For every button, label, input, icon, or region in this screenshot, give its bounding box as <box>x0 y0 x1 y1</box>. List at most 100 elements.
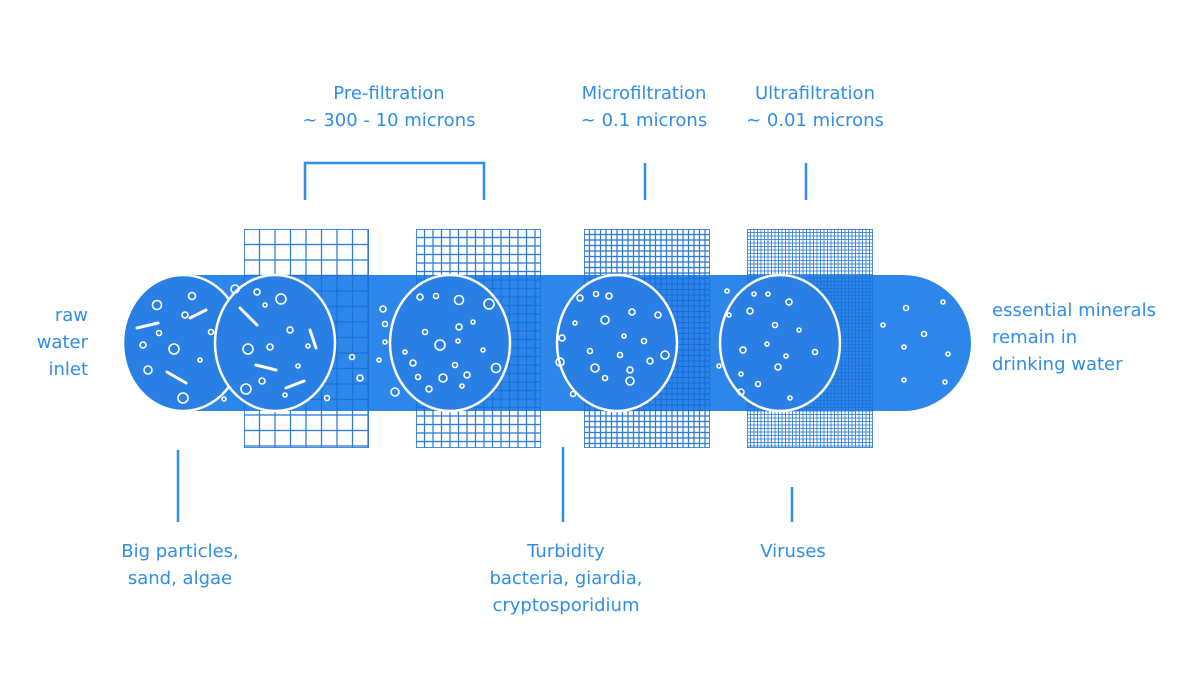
particle <box>880 322 886 328</box>
particle <box>746 307 754 315</box>
particle <box>628 308 636 316</box>
particle <box>640 337 648 345</box>
particle <box>592 290 600 298</box>
inlet-line: inlet <box>48 359 88 380</box>
particle <box>646 357 654 365</box>
algae-particle <box>135 321 160 330</box>
algae-particle <box>254 363 278 372</box>
prefiltration-size: ~ 300 - 10 microns <box>302 110 476 131</box>
algae-particle <box>188 308 208 320</box>
inlet-line: raw <box>54 305 88 326</box>
particle <box>258 377 266 385</box>
particle <box>421 328 429 336</box>
microfiltration-title: Microfiltration <box>581 83 707 104</box>
particle <box>282 392 288 398</box>
particle <box>221 396 227 402</box>
removed-line: bacteria, giardia, <box>489 568 643 589</box>
algae-particle <box>165 370 188 385</box>
particle <box>438 373 448 383</box>
particle <box>242 343 254 355</box>
particle <box>187 291 197 301</box>
particle <box>625 376 635 386</box>
particle <box>945 351 951 357</box>
particle <box>382 339 388 345</box>
particles <box>135 284 951 404</box>
particle <box>787 395 793 401</box>
particle <box>379 305 387 313</box>
particle <box>455 338 461 344</box>
particle <box>737 388 745 396</box>
particle <box>902 304 910 312</box>
particle <box>796 327 802 333</box>
particle <box>590 363 600 373</box>
particle <box>416 293 424 301</box>
ultrafiltration-title: Ultrafiltration <box>755 83 875 104</box>
particle <box>601 374 609 382</box>
particle <box>402 349 408 355</box>
particle <box>920 330 928 338</box>
particle <box>463 371 471 379</box>
particle <box>942 379 948 385</box>
particle <box>555 357 565 367</box>
particle <box>470 319 476 325</box>
particle <box>586 347 594 355</box>
particle <box>295 363 301 369</box>
prefiltration-label: Pre-filtration ~ 300 - 10 microns <box>303 80 476 134</box>
particle <box>455 323 463 331</box>
algae-particle <box>308 328 318 350</box>
particle <box>240 383 252 395</box>
ultrafiltration-size: ~ 0.01 microns <box>746 110 884 131</box>
particle <box>621 333 627 339</box>
particle <box>901 377 907 383</box>
particle <box>286 326 294 334</box>
particle <box>764 341 770 347</box>
particle <box>390 387 400 397</box>
particle <box>724 288 730 294</box>
particle <box>576 294 584 302</box>
particle <box>569 390 577 398</box>
removed-line: Viruses <box>760 541 826 562</box>
outlet-line: remain in <box>992 327 1078 348</box>
particle <box>771 321 779 329</box>
particle <box>605 292 613 300</box>
prefiltration-title: Pre-filtration <box>333 83 445 104</box>
particle <box>459 383 465 389</box>
particle <box>414 373 422 381</box>
particle <box>738 371 744 377</box>
viruses-label: Viruses <box>760 538 826 565</box>
particle <box>356 374 364 382</box>
turbidity-label: Turbidity bacteria, giardia, cryptospori… <box>489 538 642 619</box>
inlet-line: water <box>36 332 88 353</box>
outlet-line: essential minerals <box>992 300 1156 321</box>
particle <box>483 298 495 310</box>
particle <box>409 359 417 367</box>
particle <box>323 394 331 402</box>
particle <box>266 343 274 351</box>
particle <box>726 312 732 318</box>
particle <box>600 315 610 325</box>
ultrafiltration-label: Ultrafiltration ~ 0.01 microns <box>746 80 884 134</box>
particle <box>654 311 662 319</box>
algae-particle <box>284 379 306 390</box>
algae-particle <box>238 306 259 327</box>
particle <box>155 329 163 337</box>
particle <box>434 339 446 351</box>
particle <box>480 347 486 353</box>
particle <box>181 311 189 319</box>
big-particles-label: Big particles, sand, algae <box>121 538 238 592</box>
particle <box>572 320 578 326</box>
particle <box>432 292 440 300</box>
particle <box>626 366 634 374</box>
removed-line: cryptosporidium <box>492 595 640 616</box>
particle <box>143 365 153 375</box>
particle <box>616 351 624 359</box>
particle <box>253 288 261 296</box>
particle <box>774 363 782 371</box>
pipe-slice-face <box>555 273 679 413</box>
particle <box>558 334 566 342</box>
pipe-slice-face <box>388 273 512 413</box>
pipe-slice-face <box>718 273 842 413</box>
removed-line: sand, algae <box>127 568 233 589</box>
